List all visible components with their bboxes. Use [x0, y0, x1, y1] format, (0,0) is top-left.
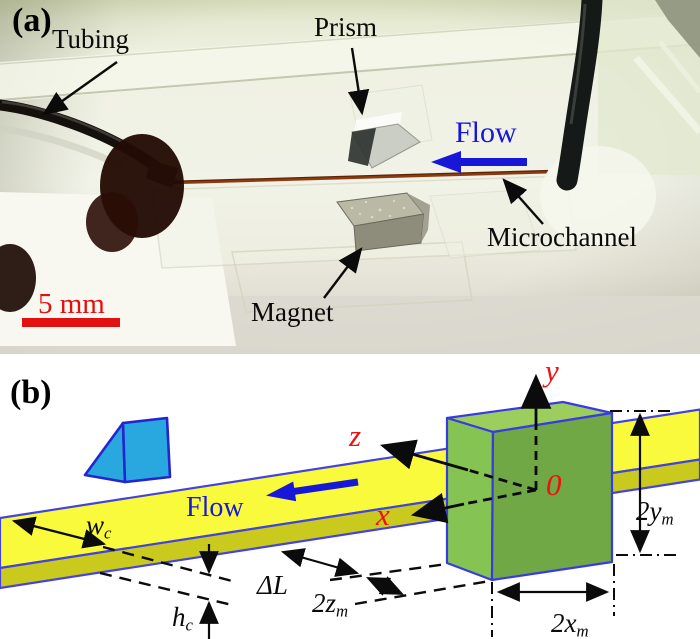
acrylic-top-band: [0, 12, 700, 102]
dL-base: ΔL: [257, 570, 288, 600]
zm-dim-arrow: [366, 576, 404, 596]
z-axis-arrow: [379, 439, 469, 472]
chip-block: [429, 189, 541, 259]
scale-bar: [22, 318, 120, 327]
photo-artwork: [0, 0, 700, 354]
y-axis-label: y: [545, 354, 559, 388]
prism-photo-dark-face: [348, 128, 376, 166]
panel-a-tag: (a): [12, 2, 52, 39]
wc-base: w: [86, 510, 105, 540]
panel-b-tag: (b): [10, 374, 52, 411]
flow-arrow-photo: [431, 151, 527, 173]
magnet-arrow: [323, 247, 363, 299]
tubing-arrow: [42, 61, 118, 116]
magnet-photo-side: [407, 193, 430, 243]
inlet-blob3: [0, 244, 36, 312]
magnet-label: Magnet: [251, 297, 334, 327]
magnet-box: [445, 400, 614, 582]
prism-shape: [83, 416, 172, 484]
flow-label-photo: Flow: [455, 116, 517, 149]
x-axis-label: x: [376, 497, 390, 532]
tubing-left-highlight: [1, 100, 127, 146]
flow-label-schematic: Flow: [186, 492, 244, 523]
xm-sub: m: [576, 621, 589, 639]
tubing-label: Tubing: [52, 24, 130, 54]
z-axis-label: z: [349, 418, 362, 453]
x-axis-dashed: [463, 488, 537, 506]
magnet-speckle: [350, 199, 406, 219]
xm-label: 2xm: [551, 610, 589, 639]
microchannel-arrow: [502, 178, 544, 225]
inlet-blob2: [86, 192, 138, 252]
hc-base: h: [172, 602, 186, 632]
ym-base: 2y: [636, 496, 662, 526]
x-axis-arrow: [410, 492, 465, 524]
tubing-right-highlight: [569, 3, 587, 125]
microchannel-line: [163, 170, 549, 185]
reflection-streak: [633, 55, 700, 135]
xm-base: 2x: [551, 608, 577, 638]
microchannel-label: Microchannel: [487, 222, 637, 252]
prism-photo-glare: [354, 112, 402, 134]
wc-dim-arrow: [11, 516, 107, 549]
wc-sub: c: [104, 523, 112, 543]
zm-projection-dashes: [329, 562, 491, 606]
origin-label: 0: [546, 467, 562, 502]
zm-base: 2z: [312, 588, 337, 618]
panel-a-photo: (a) Tubing Prism Flow Microchannel Magne…: [0, 0, 700, 354]
top-right-dark-corner: [655, 0, 700, 58]
ym-sub: m: [661, 509, 674, 529]
tubing-right: [556, 0, 603, 191]
reflection-streak2: [658, 40, 700, 94]
dL-label: ΔL: [257, 572, 288, 602]
hc-sub: c: [185, 615, 193, 635]
xm-dim: [491, 564, 615, 637]
dL-dim-arrow: [280, 548, 360, 577]
flow-arrow-schematic: [265, 478, 359, 502]
hc-projection-dashes: [99, 545, 233, 607]
panel-b-schematic: (b) Flow z y x 0 wc hc ΔL 2zm 2xm 2ym: [0, 354, 700, 639]
axes: [379, 373, 552, 524]
wc-label: wc: [86, 512, 111, 542]
prism-label: Prism: [314, 12, 378, 42]
z-axis-dashed: [467, 468, 537, 492]
schematic-artwork: [0, 373, 700, 639]
ym-label: 2ym: [636, 498, 674, 528]
zm-sub: m: [336, 601, 349, 621]
ym-dim: [610, 410, 678, 556]
microchannel-line-dark: [163, 169, 549, 183]
zm-label: 2zm: [312, 590, 348, 620]
hc-label: hc: [172, 604, 193, 634]
scale-bar-label: 5 mm: [38, 288, 105, 320]
prism-arrow: [347, 47, 370, 116]
